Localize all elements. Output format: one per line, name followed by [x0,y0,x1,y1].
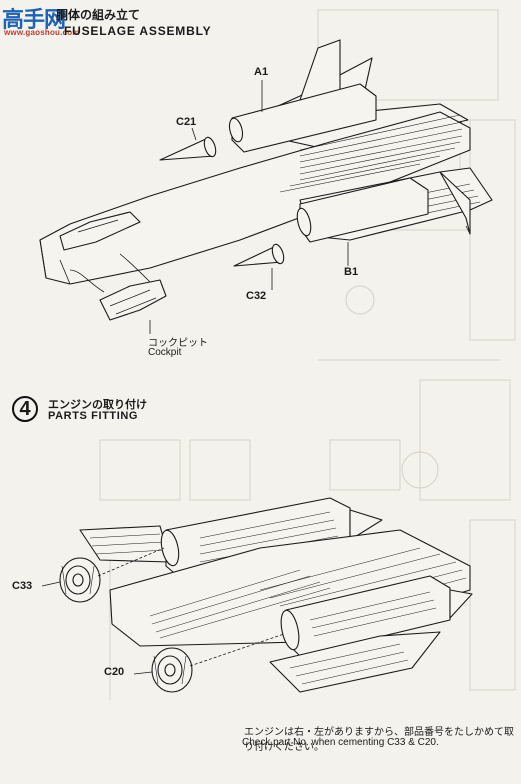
lower-right-wing [269,631,441,693]
note-en: Check part No. when cementing C33 & C20. [242,737,439,748]
fuselage-body [39,111,471,285]
fuselage-title-jp: 胴体の組み立て [56,8,141,22]
label-cockpit-en: Cockpit [148,347,182,358]
step-number-badge: 4 [12,396,38,422]
exhaust-part-c33 [59,557,101,603]
watermark-logo-text: 高手网 [2,7,66,32]
step-number: 4 [19,397,31,420]
label-b1: B1 [344,266,359,278]
cockpit-tub-part [99,279,167,321]
label-c33: C33 [12,580,33,592]
fuselage-assembly-drawing [39,39,493,334]
label-c20: C20 [104,666,125,678]
upper-exhaust-spike [349,509,383,541]
lower-exhaust-spike [449,589,473,619]
label-c32: C32 [246,290,267,302]
engine-nacelle-upper [231,83,377,153]
parts-fitting-title-jp: エンジンの取り付け [48,399,147,411]
engine-fitting-drawing [41,497,473,693]
parts-fitting-title-en: PARTS FITTING [48,410,139,422]
label-c21: C21 [176,116,197,128]
exhaust-part-c20 [151,647,193,693]
fuselage-title-en: FUSELAGE ASSEMBLY [64,24,212,38]
cockpit-canopy [59,211,141,251]
label-cockpit-jp: コックピット [148,338,208,349]
note-jp: エンジンは右・左がありますから、部品番号をたしかめて取り付けください。 [244,727,514,753]
watermark-url: www.gaoshou.com [4,28,80,37]
label-a1: A1 [254,66,269,78]
watermark-logo: 高手网 [2,2,66,34]
